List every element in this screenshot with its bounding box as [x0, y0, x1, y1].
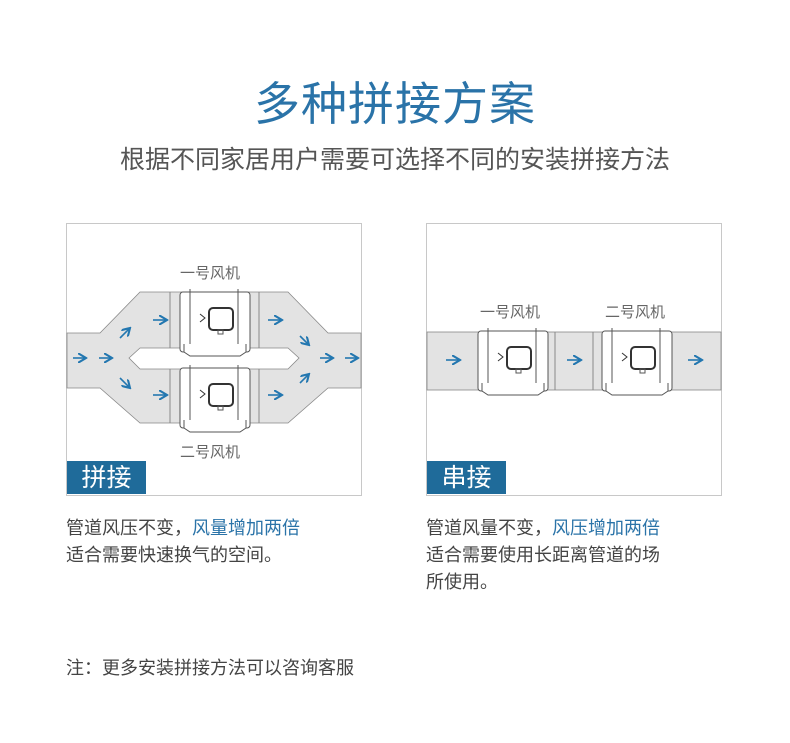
page-subtitle: 根据不同家居用户需要可选择不同的安装拼接方法: [119, 145, 670, 174]
series-fan-2-icon: [601, 327, 673, 396]
parallel-description: 管道风压不变，风量增加两倍 适合需要快速换气的空间。: [66, 515, 300, 569]
series-duct: [426, 331, 722, 391]
fan-1-icon: [179, 288, 251, 357]
series-tag: 串接: [427, 461, 506, 494]
series-fan-1-icon: [477, 327, 549, 396]
desc-highlight: 风压增加两倍: [552, 518, 660, 539]
fan-2-icon: [179, 364, 251, 433]
series-description: 管道风量不变，风压增加两倍 适合需要使用长距离管道的场 所使用。: [426, 515, 660, 596]
parallel-duct: [66, 291, 362, 424]
parallel-tag: 拼接: [67, 461, 146, 494]
parallel-panel: [66, 223, 362, 496]
desc-normal: 管道风量不变，: [426, 518, 552, 539]
desc-line: 所使用。: [426, 572, 498, 593]
desc-highlight: 风量增加两倍: [192, 518, 300, 539]
series-panel: [426, 223, 722, 496]
airflow-arrows: [73, 320, 358, 395]
footnote: 注：更多安装拼接方法可以咨询客服: [66, 658, 354, 679]
desc-normal: 管道风压不变，: [66, 518, 192, 539]
series-fan2-label: 二号风机: [605, 303, 666, 321]
page-title: 多种拼接方案: [254, 77, 536, 131]
parallel-fan1-label: 一号风机: [180, 264, 241, 282]
series-fan1-label: 一号风机: [480, 303, 541, 321]
desc-line: 适合需要快速换气的空间。: [66, 545, 282, 566]
parallel-fan2-label: 二号风机: [180, 443, 241, 461]
desc-line: 适合需要使用长距离管道的场: [426, 545, 660, 566]
